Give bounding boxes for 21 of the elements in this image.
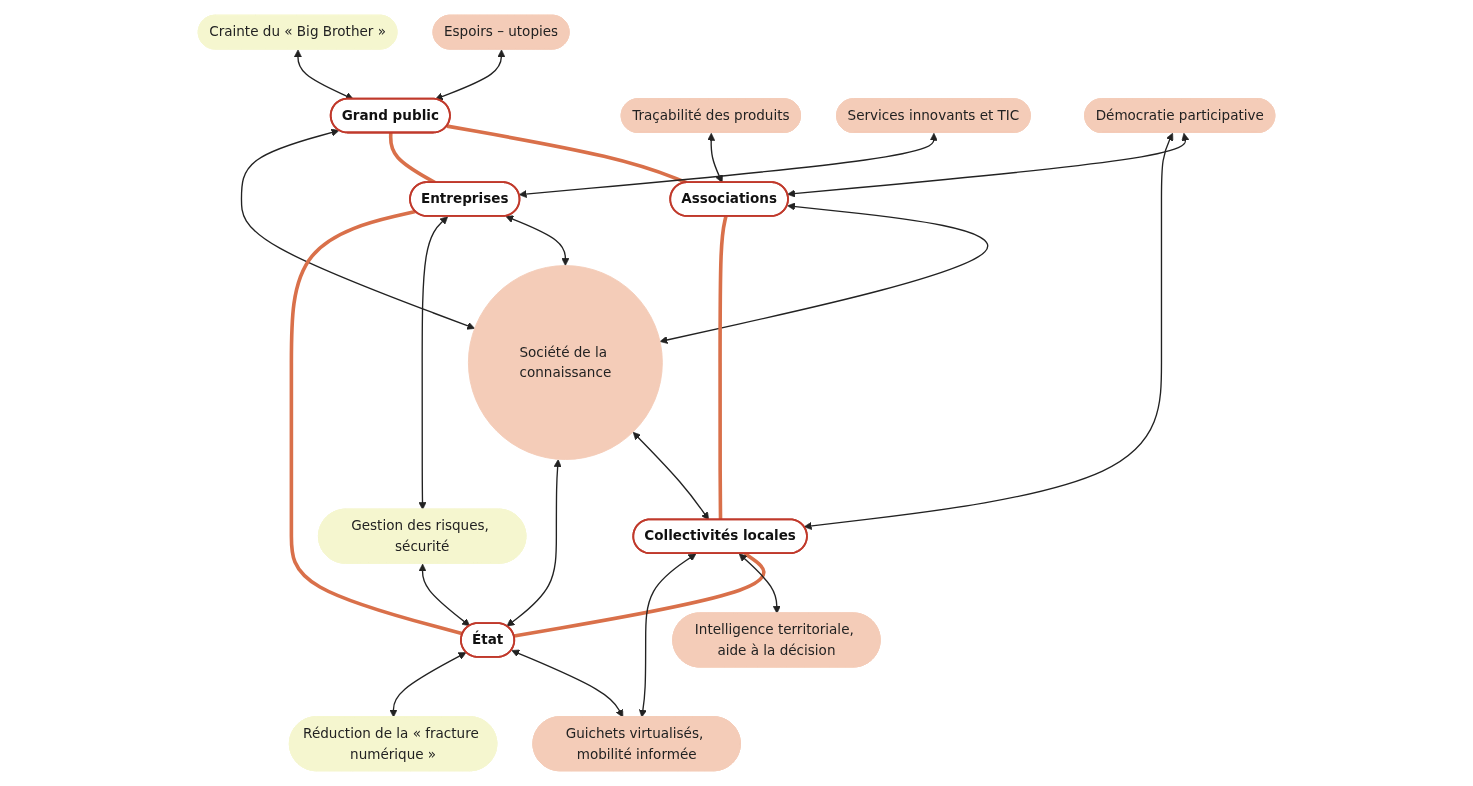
arrow (389, 652, 467, 718)
arrow (511, 649, 624, 718)
node-circle: Société de la connaissance (467, 265, 663, 460)
arrow (506, 459, 562, 627)
arrow (803, 132, 1174, 530)
connector (446, 124, 688, 185)
arrow (518, 132, 938, 198)
arrow (418, 216, 448, 510)
arrow (632, 432, 710, 521)
arrow (638, 553, 697, 718)
arrow (738, 553, 781, 614)
connector (513, 552, 766, 638)
connector (718, 216, 728, 520)
arrow (659, 202, 989, 344)
arrow (505, 215, 570, 266)
arrow (240, 128, 475, 330)
arrow (434, 49, 506, 101)
arrow (418, 563, 470, 627)
arrow (707, 132, 723, 183)
arrow (293, 49, 354, 100)
arrow (787, 132, 1190, 198)
